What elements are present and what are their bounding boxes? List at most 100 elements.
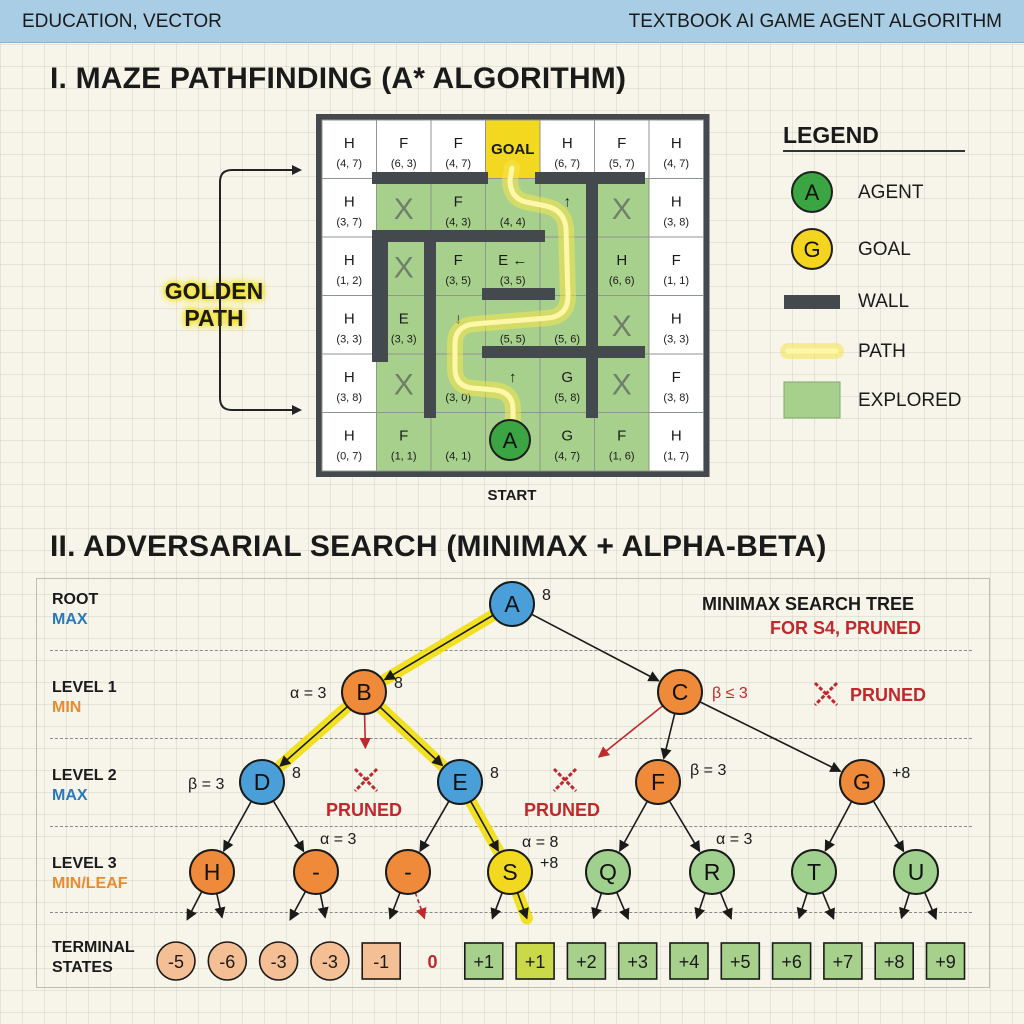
- terminal-value: -3: [271, 952, 287, 972]
- maze-cell: H(1, 7): [648, 412, 704, 472]
- tree-node-h: H: [189, 849, 235, 895]
- maze-cell-bg: [376, 119, 432, 179]
- tree-node-circle: [385, 849, 431, 895]
- pruned-x-icon: [813, 681, 839, 707]
- maze-cell-coord: (3, 8): [663, 217, 689, 229]
- maze-cell-bg: [321, 119, 377, 179]
- tree-edge: [469, 800, 500, 852]
- terminal-state: +8: [874, 942, 915, 980]
- maze-cell-label: F: [454, 135, 463, 152]
- maze-cell-label: F: [617, 135, 626, 152]
- terminal-value: +4: [679, 952, 700, 972]
- row-label-sub: MAX: [52, 787, 88, 804]
- maze-cell-label: H: [671, 311, 682, 328]
- maze-cell-label: H: [344, 194, 355, 211]
- tree-node-circle: [791, 849, 837, 895]
- maze-cell-coord: (3, 8): [663, 392, 689, 404]
- header-left-text: EDUCATION, VECTOR: [22, 11, 222, 32]
- tree-node-circle: [341, 669, 387, 715]
- maze-cell-label: F: [399, 428, 408, 445]
- tree-edge: [317, 893, 329, 919]
- terminal-value: -3: [322, 952, 338, 972]
- section1-title: I. MAZE PATHFINDING (A* ALGORITHM): [50, 62, 627, 95]
- maze-cell-label: G: [561, 369, 573, 386]
- golden-path-label-line1: GOLDEN: [164, 278, 264, 304]
- pruned-x-icon: [552, 767, 578, 793]
- terminal-square: [515, 942, 555, 980]
- tree-edge: [872, 800, 905, 853]
- maze-goal-label: GOAL: [491, 141, 534, 158]
- tree-edge: [660, 713, 676, 760]
- maze-cell-coord: (6, 3): [391, 158, 417, 170]
- tree-title-line1: MINIMAX SEARCH TREE: [702, 594, 915, 614]
- row-label-main: TERMINAL: [52, 939, 135, 956]
- tree-node-value: 8: [490, 765, 499, 782]
- maze-cell-coord: (4, 3): [445, 217, 471, 229]
- terminal-value: +6: [781, 952, 802, 972]
- legend-explored-label: EXPLORED: [858, 390, 962, 411]
- maze-cell-label: ↑: [509, 369, 517, 386]
- maze-cell-coord: (3, 3): [391, 334, 417, 346]
- terminal-state: -6: [207, 941, 248, 981]
- maze-wall: [482, 288, 555, 300]
- maze-cell: F (1, 1): [376, 412, 432, 472]
- maze-blocked-mark: X: [612, 310, 632, 343]
- tree-node-label: B: [356, 679, 371, 705]
- tree-node-circle: [689, 849, 735, 895]
- tree-edge: [186, 891, 203, 921]
- maze-cell: H(4, 7): [321, 119, 377, 179]
- row-label-sub: MIN: [52, 699, 82, 716]
- tree-node-label: G: [853, 769, 871, 795]
- maze-cell-coord: (4, 7): [663, 158, 689, 170]
- terminal-value: +5: [730, 952, 751, 972]
- pruned-label: PRUNED: [850, 685, 926, 705]
- maze-cell-bg: [648, 295, 704, 355]
- terminal-state: -5: [156, 941, 196, 981]
- maze-blocked-mark: X: [612, 193, 632, 226]
- maze-walls: [372, 172, 645, 418]
- maze-cell-coord: (1, 1): [391, 451, 417, 463]
- bracket-arrow-bottom-icon: [292, 405, 302, 415]
- maze-wall: [372, 230, 388, 362]
- legend-symbols: A G: [780, 171, 844, 419]
- maze-wall: [586, 236, 598, 418]
- tree-node-label: Q: [599, 859, 617, 885]
- row-label-main: ROOT: [52, 591, 99, 608]
- terminal-square: [874, 942, 915, 980]
- terminal-state: +1: [463, 942, 504, 980]
- terminal-state: -3: [310, 941, 350, 981]
- tree-node-bound: α = 3: [716, 831, 752, 848]
- tree-node-g: G+8: [839, 759, 910, 805]
- maze-cell-coord: (4, 1): [445, 451, 471, 463]
- tree-node-bound: β = 3: [188, 776, 224, 793]
- tree-node-circle: [189, 849, 235, 895]
- maze-cell: H(3, 3): [321, 295, 377, 355]
- tree-node-c: C: [657, 669, 703, 715]
- pruned-marker: PRUNED: [524, 767, 600, 820]
- terminal-circle: [310, 941, 350, 981]
- maze-wall: [424, 236, 436, 418]
- golden-path-line: [452, 165, 571, 441]
- pruned-x-icon: [353, 767, 379, 793]
- terminal-state: +1: [515, 942, 555, 980]
- tree-title-line2: FOR S4, PRUNED: [770, 618, 922, 638]
- maze-cell-label: H: [562, 135, 573, 152]
- pruned-marker: PRUNED: [326, 767, 402, 820]
- tree-node-f: F: [635, 759, 681, 805]
- maze-cell-coord: (4, 7): [554, 451, 580, 463]
- maze-cell-label: G: [561, 428, 573, 445]
- maze-cell-label: H: [671, 428, 682, 445]
- tree-node-label: E: [452, 769, 467, 795]
- maze-cell: G(5, 8): [539, 353, 595, 413]
- maze-wall: [482, 346, 645, 358]
- tree-node-j: -: [385, 849, 431, 895]
- terminal-square: [925, 942, 966, 980]
- agent-icon: [489, 419, 531, 461]
- level-divider: [50, 650, 972, 651]
- golden-path-bracket: [219, 169, 300, 411]
- maze-cell-label: H: [671, 194, 682, 211]
- section2-title: II. ADVERSARIAL SEARCH (MINIMAX + ALPHA-…: [50, 530, 827, 563]
- maze-cell-bg: [648, 353, 704, 413]
